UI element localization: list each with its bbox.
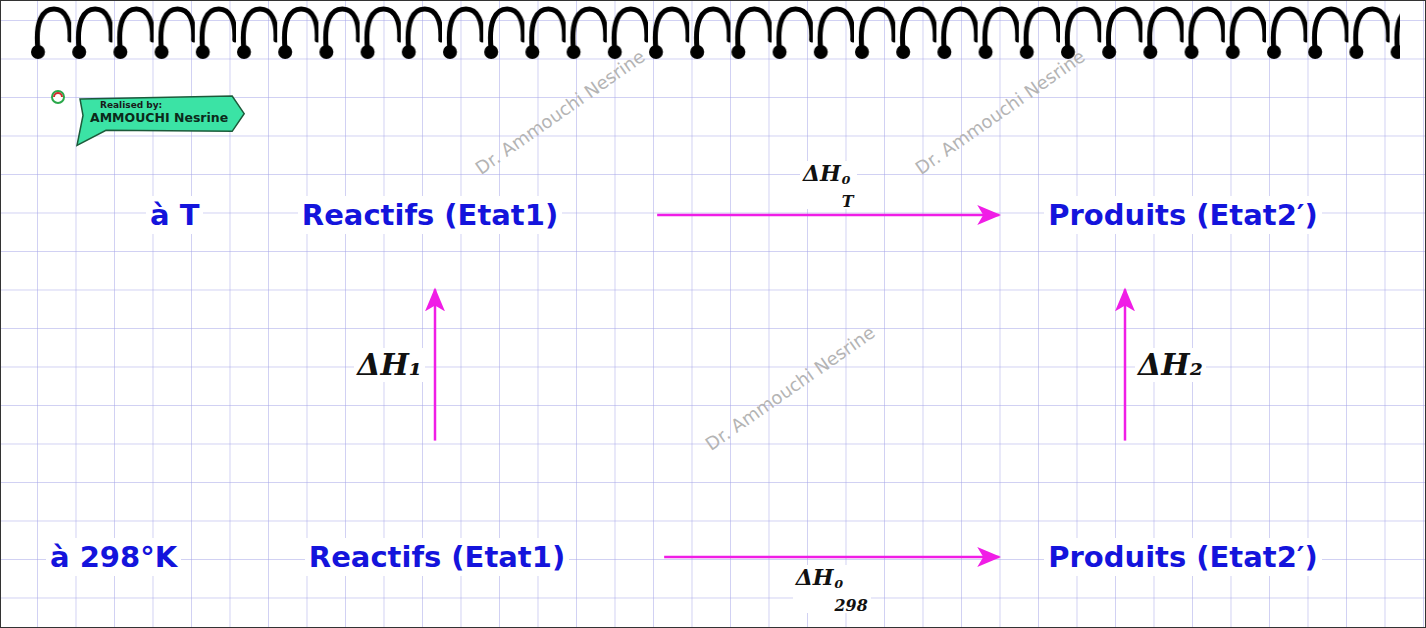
reactant-state: Reactifs (Etat1)	[298, 196, 562, 235]
temperature-label: à T	[146, 196, 203, 235]
enthalpy-arrow	[657, 214, 999, 217]
delta-symbol: ΔH	[803, 160, 841, 186]
index-stack: ⁰298	[835, 579, 868, 613]
bubble-fill	[77, 96, 244, 145]
enthalpy-label: ΔH₁	[354, 348, 425, 383]
standard-mark: ⁰	[842, 175, 854, 194]
watermark: Dr. Ammouchi Nesrine	[911, 46, 1088, 179]
state-name: Reactifs (Etat1)	[298, 196, 562, 235]
enthalpy-label: ΔH₂	[1135, 348, 1206, 383]
enthalpy-label: ΔH⁰T	[800, 161, 857, 209]
state-name: Produits (Etat2′)	[1044, 196, 1321, 235]
watermark: Dr. Ammouchi Nesrine	[471, 46, 648, 179]
credit-caption: Realised by:	[90, 100, 228, 110]
delta-symbol: ΔH	[796, 564, 834, 590]
enthalpy-arrow	[1124, 289, 1127, 440]
delta-symbol: ΔH	[1138, 347, 1190, 382]
logo-icon	[52, 91, 64, 103]
spiral-binding	[30, 0, 1400, 66]
watermark: Dr. Ammouchi Nesrine	[701, 322, 878, 455]
temperature-index: T	[842, 194, 854, 209]
delta-symbol: ΔH	[357, 347, 409, 382]
temperature-label: à 298°K	[46, 538, 181, 577]
enthalpy-arrow	[434, 289, 437, 440]
author-name: AMMOUCHI Nesrine	[90, 110, 228, 125]
credit-bubble: Realised by:AMMOUCHI Nesrine	[80, 96, 240, 131]
product-state: Produits (Etat2′)	[1044, 538, 1321, 577]
standard-mark: ⁰	[835, 579, 868, 598]
reactant-state: Reactifs (Etat1)	[305, 538, 569, 577]
step-index: ₂	[1190, 347, 1203, 382]
temperature-index: 298	[835, 598, 868, 613]
enthalpy-arrow	[664, 556, 999, 559]
step-index: ₁	[409, 347, 422, 382]
enthalpy-label: ΔH⁰298	[793, 565, 871, 613]
product-state: Produits (Etat2′)	[1044, 196, 1321, 235]
index-stack: ⁰T	[842, 175, 854, 209]
state-name: Produits (Etat2′)	[1044, 538, 1321, 577]
state-name: Reactifs (Etat1)	[305, 538, 569, 577]
